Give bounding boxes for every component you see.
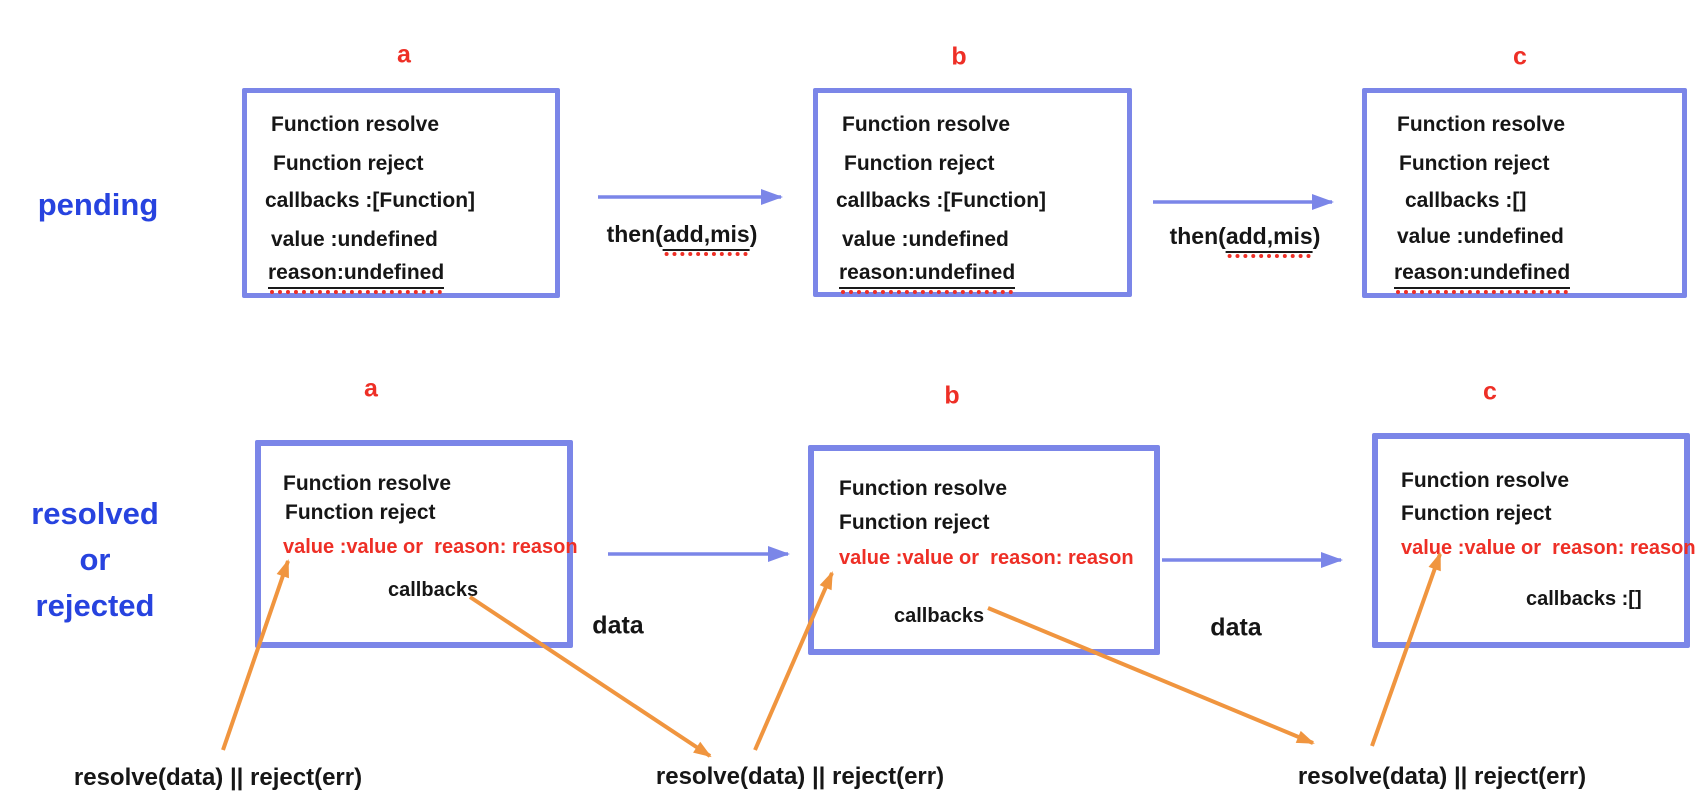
then-label-a-b: then(add,mis) xyxy=(606,221,758,256)
box-line-callbacks: callbacks xyxy=(388,579,479,601)
then-label-b-c: then(add,mis) xyxy=(1169,223,1321,258)
box-line-value-or-reason: value :value or reason: reason xyxy=(839,547,1134,569)
box-line-resolve: Function resolve xyxy=(283,472,452,495)
resolve-reject-label-1: resolve(data) || reject(err) xyxy=(73,764,363,791)
box-line-reason: reason:undefined xyxy=(268,260,445,294)
box-tag-top-c: c xyxy=(1513,42,1527,71)
reason-underlined-text: reason:undefined xyxy=(1394,260,1571,294)
promise-box-pending-c: Function resolve Function reject callbac… xyxy=(1362,88,1687,298)
box-line-callbacks: callbacks :[Function] xyxy=(836,189,1047,212)
box-line-callbacks: callbacks :[Function] xyxy=(265,189,476,212)
box-line-value: value :undefined xyxy=(1397,225,1564,248)
box-line-callbacks: callbacks xyxy=(894,605,985,627)
box-line-callbacks: callbacks :[] xyxy=(1405,189,1527,212)
box-tag-top-a: a xyxy=(397,40,411,69)
box-line-reason: reason:undefined xyxy=(1394,260,1571,294)
box-line-value: value :undefined xyxy=(842,228,1009,251)
promise-box-settled-b: Function resolve Function reject value :… xyxy=(808,445,1160,655)
box-line-resolve: Function resolve xyxy=(1401,469,1570,492)
box-tag-bottom-c: c xyxy=(1483,377,1497,406)
box-line-resolve: Function resolve xyxy=(1397,113,1566,136)
box-tag-bottom-a: a xyxy=(364,374,378,403)
box-tag-top-b: b xyxy=(951,42,967,71)
box-tag-bottom-b: b xyxy=(944,381,960,410)
box-line-resolve: Function resolve xyxy=(839,477,1008,500)
box-line-value-or-reason: value :value or reason: reason xyxy=(283,536,578,558)
state-label-line: rejected xyxy=(35,588,155,623)
box-line-reject: Function reject xyxy=(844,152,995,175)
then-label-suffix: ) xyxy=(1312,223,1321,249)
reason-underlined-text: reason:undefined xyxy=(268,260,445,294)
state-label-line: or xyxy=(79,542,111,577)
then-label-prefix: then( xyxy=(606,221,663,247)
box-line-resolve: Function resolve xyxy=(271,113,440,136)
box-line-reason: reason:undefined xyxy=(839,260,1016,294)
then-label-underlined: add,mis xyxy=(1225,223,1313,258)
reason-underlined-text: reason:undefined xyxy=(839,260,1016,294)
resolve-reject-label-2: resolve(data) || reject(err) xyxy=(655,763,945,790)
data-label-a-b: data xyxy=(592,611,644,640)
box-line-resolve: Function resolve xyxy=(842,113,1011,136)
state-label-line: resolved xyxy=(31,496,159,531)
promise-box-pending-a: Function resolve Function reject callbac… xyxy=(242,88,560,298)
state-label-resolved-or-rejected: resolved or rejected xyxy=(31,491,159,629)
promise-box-settled-a: Function resolve Function reject value :… xyxy=(255,440,578,648)
then-label-underlined: add,mis xyxy=(662,221,750,256)
box-line-reject: Function reject xyxy=(273,152,424,175)
then-label-prefix: then( xyxy=(1169,223,1226,249)
data-label-b-c: data xyxy=(1210,613,1262,642)
box-line-reject: Function reject xyxy=(839,511,990,534)
promise-box-pending-b: Function resolve Function reject callbac… xyxy=(813,88,1132,297)
box-line-reject: Function reject xyxy=(1399,152,1550,175)
box-line-reject: Function reject xyxy=(1401,502,1552,525)
resolve-reject-label-3: resolve(data) || reject(err) xyxy=(1297,763,1587,790)
state-label-pending: pending xyxy=(37,187,159,222)
box-line-value-or-reason: value :value or reason: reason xyxy=(1401,537,1696,559)
box-line-value: value :undefined xyxy=(271,228,438,251)
box-line-callbacks: callbacks :[] xyxy=(1526,588,1642,610)
promise-box-settled-c: Function resolve Function reject value :… xyxy=(1372,433,1696,648)
then-label-suffix: ) xyxy=(749,221,758,247)
box-line-reject: Function reject xyxy=(285,501,436,524)
